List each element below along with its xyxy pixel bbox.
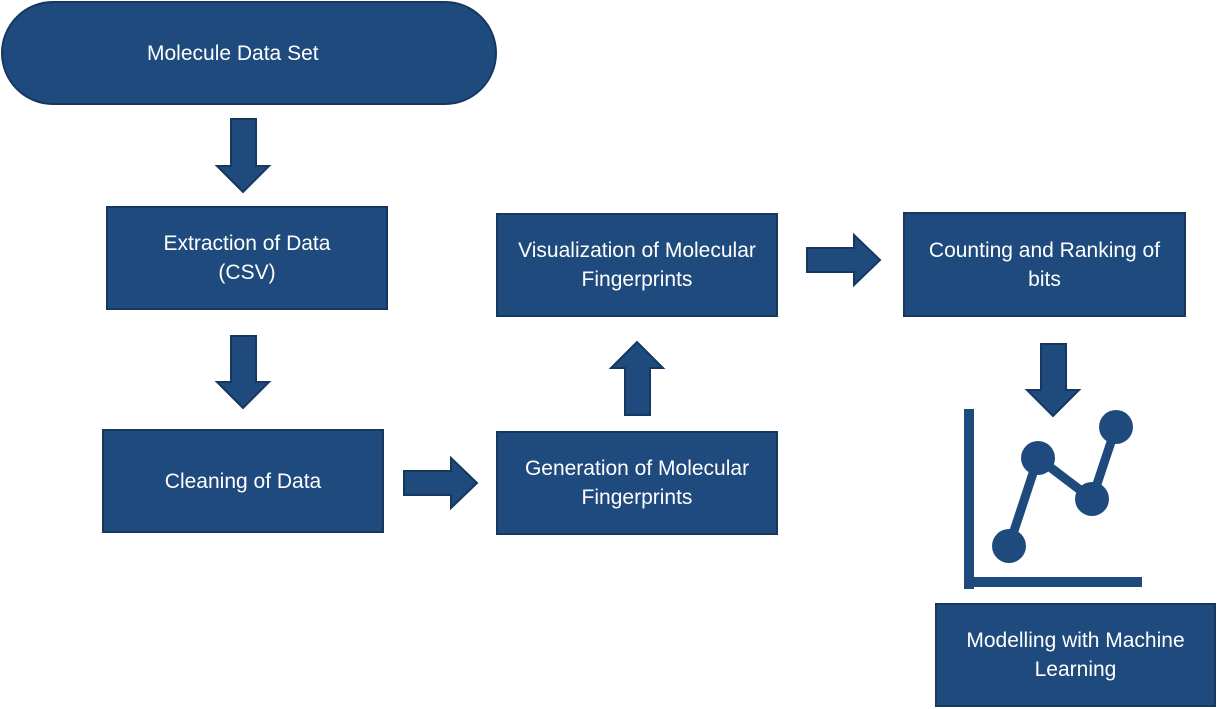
node-label: Molecule Data Set [147,41,319,65]
arrow-down-icon [1024,343,1082,418]
node-label: Counting and Ranking of bits [928,238,1161,291]
node-modelling-with-ml: Modelling with Machine Learning [935,603,1216,707]
node-label: Visualization of Molecular Fingerprints [518,239,756,291]
node-cleaning-of-data: Cleaning of Data [102,429,384,533]
node-label: Generation of Molecular Fingerprints [524,457,750,509]
node-label: Extraction of Data (CSV) [163,232,331,284]
arrow-down-icon [214,118,272,194]
node-visualization-of-fingerprints: Visualization of Molecular Fingerprints [496,213,778,317]
arrow-right-icon [806,232,882,288]
node-extraction-of-data: Extraction of Data (CSV) [106,206,388,310]
node-generation-of-fingerprints: Generation of Molecular Fingerprints [496,431,778,535]
arrow-down-icon [214,335,272,410]
arrow-right-icon [403,455,479,511]
node-counting-and-ranking: Counting and Ranking of bits [903,212,1186,317]
arrow-up-icon [608,340,666,416]
line-chart-icon [964,409,1142,589]
node-label: Modelling with Machine Learning [966,629,1185,681]
node-label: Cleaning of Data [164,469,322,493]
node-molecule-data-set: Molecule Data Set [1,1,497,105]
